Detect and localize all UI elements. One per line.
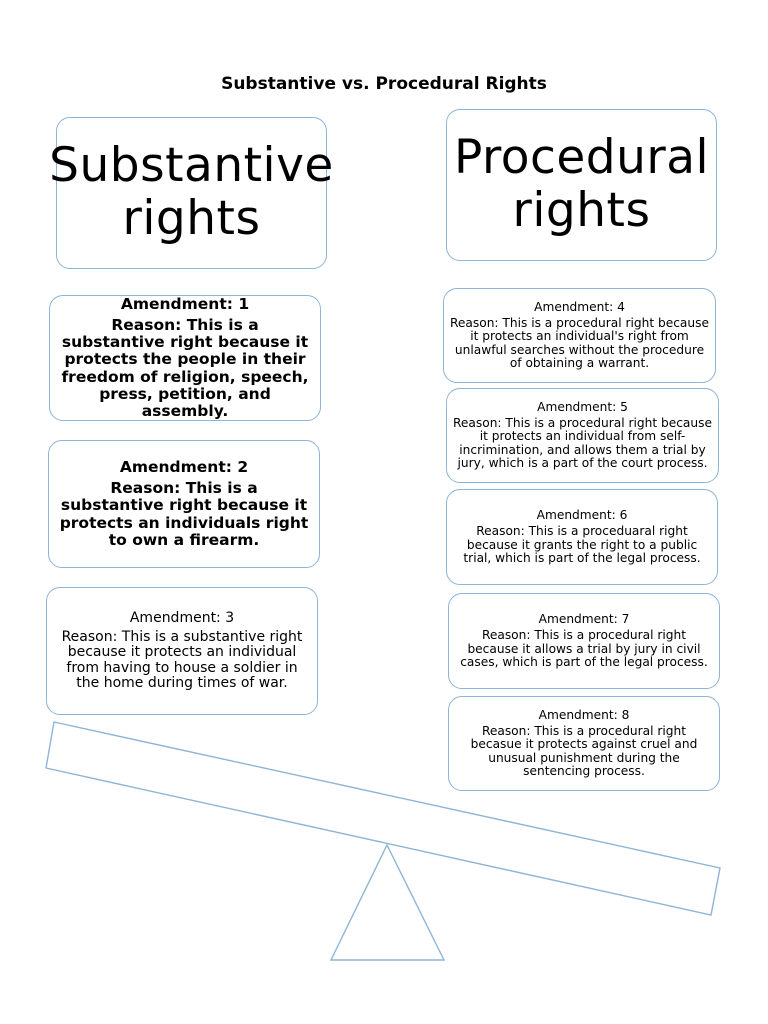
amendment-label: Amendment: 5 bbox=[537, 400, 628, 415]
amendment-5-box: Amendment: 5 Reason: This is a procedura… bbox=[446, 388, 719, 483]
amendment-8-box: Amendment: 8 Reason: This is a procedura… bbox=[448, 696, 720, 791]
amendment-3-box: Amendment: 3 Reason: This is a substanti… bbox=[46, 587, 318, 715]
amendment-label: Amendment: 4 bbox=[534, 300, 625, 315]
amendment-reason: Reason: This is a proceduaral right beca… bbox=[463, 524, 701, 565]
amendment-label: Amendment: 3 bbox=[129, 609, 235, 626]
procedural-rights-header-text: Procedural rights bbox=[453, 130, 710, 238]
page-title: Substantive vs. Procedural Rights bbox=[221, 74, 547, 94]
substantive-rights-header: Substantive rights bbox=[49, 117, 333, 269]
amendment-reason: Reason: This is a substantive right beca… bbox=[59, 479, 309, 549]
amendment-label: Amendment: 6 bbox=[536, 508, 628, 523]
seesaw-beam bbox=[45, 721, 721, 916]
amendment-label: Amendment: 7 bbox=[538, 612, 630, 627]
amendment-label: Amendment: 2 bbox=[119, 458, 249, 477]
amendment-reason: Reason: This is a substantive right beca… bbox=[61, 316, 309, 420]
amendment-2-box: Amendment: 2 Reason: This is a substanti… bbox=[48, 440, 320, 568]
amendment-reason: Reason: This is a procedural right becau… bbox=[450, 316, 709, 370]
amendment-reason: Reason: This is a procedural right becau… bbox=[453, 416, 712, 470]
amendment-reason: Reason: This is a substantive right beca… bbox=[61, 628, 303, 692]
amendment-reason: Reason: This is a procedural right becas… bbox=[470, 724, 698, 778]
amendment-4-box: Amendment: 4 Reason: This is a procedura… bbox=[443, 288, 716, 383]
amendment-6-box: Amendment: 6 Reason: This is a proceduar… bbox=[446, 489, 718, 585]
seesaw-fulcrum bbox=[329, 843, 446, 961]
procedural-rights-header: Procedural rights bbox=[446, 109, 717, 261]
amendment-label: Amendment: 8 bbox=[538, 708, 630, 723]
amendment-reason: Reason: This is a procedural right becau… bbox=[460, 628, 708, 669]
amendment-label: Amendment: 1 bbox=[120, 295, 250, 314]
amendment-1-box: Amendment: 1 Reason: This is a substanti… bbox=[49, 295, 321, 421]
amendment-7-box: Amendment: 7 Reason: This is a procedura… bbox=[448, 593, 720, 689]
substantive-rights-header-text: Substantive rights bbox=[49, 138, 334, 246]
